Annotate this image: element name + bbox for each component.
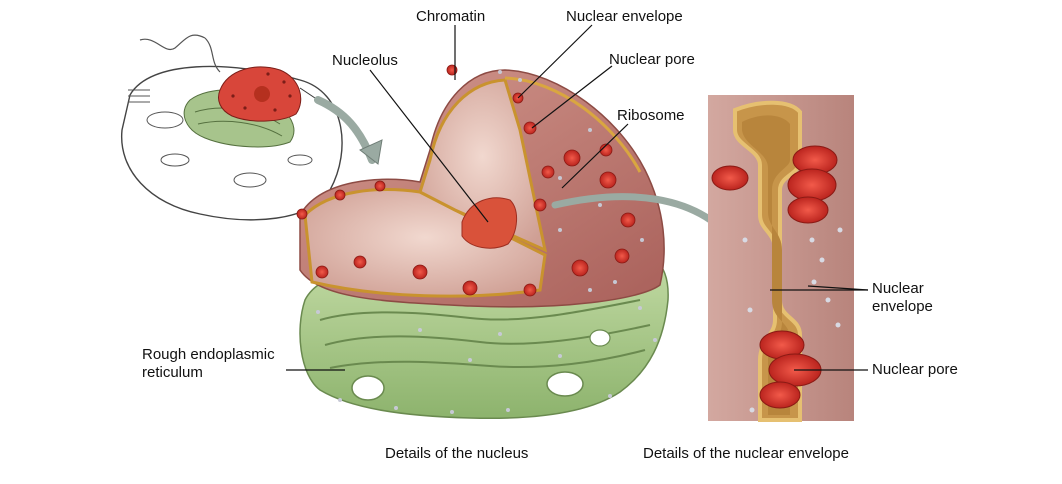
label-ribosome: Ribosome <box>617 107 685 124</box>
label-rough-er-line2: reticulum <box>142 364 203 381</box>
label-nuclear-envelope: Nuclear envelope <box>566 8 683 25</box>
envelope-detail-graphic <box>708 95 854 422</box>
label-detail-pore: Nuclear pore <box>872 361 958 378</box>
nucleus-graphic <box>296 64 665 308</box>
label-nuclear-pore: Nuclear pore <box>609 51 695 68</box>
leader-lines <box>286 24 869 371</box>
caption-envelope: Details of the nuclear envelope <box>643 445 849 462</box>
label-chromatin: Chromatin <box>416 8 486 25</box>
caption-nucleus: Details of the nucleus <box>385 445 529 462</box>
label-nucleolus: Nucleolus <box>332 52 398 69</box>
label-detail-envelope-line2: envelope <box>872 298 933 315</box>
cell-overview-icon <box>121 34 343 221</box>
label-rough-er-line1: Rough endoplasmic <box>142 346 275 363</box>
label-detail-envelope-line1: Nuclear <box>872 280 924 297</box>
